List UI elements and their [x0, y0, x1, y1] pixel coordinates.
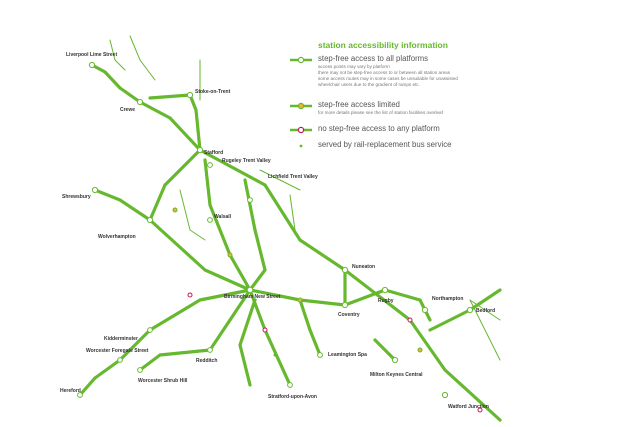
station-marker-none: [407, 317, 413, 323]
label-hereford: Hereford: [60, 388, 81, 394]
legend-note: there may not be step-free access to or …: [318, 70, 451, 75]
branch-lines: [109, 35, 501, 361]
station-marker-walsall: [207, 217, 213, 223]
line-crewe-stafford: [138, 100, 202, 152]
station-marker-wolverhampton: [146, 216, 154, 224]
station-marker-rugby: [381, 286, 389, 294]
label-northampton: Northampton: [432, 296, 463, 302]
station-marker-stoke: [186, 91, 194, 99]
legend-label-limited: step-free access limited: [318, 100, 400, 109]
line-lichfield-birmingham: [243, 178, 267, 292]
label-mk: Milton Keynes Central: [370, 372, 423, 378]
line-liverpool-crewe: [90, 63, 142, 104]
station-marker-watford: [441, 391, 449, 399]
label-rugby: Rugby: [378, 298, 394, 304]
station-marker-liverpool: [88, 61, 96, 69]
legend-note: wheelchair users due to the gradient of …: [318, 82, 420, 87]
station-marker-hereford: [77, 392, 83, 398]
line-wcml-south: [343, 268, 502, 422]
line-crewe-stoke: [148, 93, 192, 100]
station-marker-none: [477, 407, 483, 413]
station-marker-worcester-sh: [137, 367, 143, 373]
station-marker-lichfield: [247, 197, 253, 203]
station-marker-limited: [172, 207, 178, 213]
label-nuneaton: Nuneaton: [352, 264, 375, 270]
station-marker-kidderminster: [147, 327, 153, 333]
station-marker-limited: [227, 252, 233, 258]
line-worcester-hereford: [78, 358, 122, 397]
station-marker-coventry: [341, 301, 349, 309]
station-marker-bedford: [466, 306, 474, 314]
label-kidderminster: Kidderminster: [104, 336, 138, 342]
line-leamington: [298, 298, 322, 357]
label-walsall: Walsall: [214, 214, 232, 220]
legend-symbol-step-free: [290, 56, 312, 64]
station-marker-none: [187, 292, 193, 298]
label-coventry: Coventry: [338, 312, 360, 318]
legend-symbol-no-step-free: [290, 126, 312, 134]
label-watford: Watford Junction: [448, 404, 489, 410]
label-redditch: Redditch: [196, 358, 217, 364]
label-leamington: Leamington Spa: [328, 352, 367, 358]
legend-note: access points may vary by platform: [318, 64, 390, 69]
line-shrewsbury-wolverhampton: [93, 188, 152, 222]
station-marker-birmingham: [246, 286, 254, 294]
station-marker-shrewsbury: [91, 186, 99, 194]
station-marker-limited: [297, 297, 303, 303]
line-rugeley-walsall: [203, 158, 252, 292]
legend-symbol-bus: [299, 144, 303, 148]
station-marker-crewe: [136, 98, 144, 106]
line-coventry-rugby: [343, 288, 387, 307]
station-marker-mk: [391, 356, 399, 364]
label-lichfield: Lichfield Trent Valley: [268, 174, 318, 180]
station-marker-leamington: [317, 352, 323, 358]
station-marker-rugeley: [207, 162, 213, 168]
line-wolverhampton-birmingham: [148, 218, 252, 292]
station-marker-limited: [417, 347, 423, 353]
legend-label-bus: served by rail-replacement bus service: [318, 140, 452, 149]
station-marker-none: [262, 327, 268, 333]
line-snowhill-south: [238, 298, 257, 387]
rail-lines: [78, 63, 502, 422]
label-worcester-fs: Worcester Foregate Street: [86, 348, 149, 354]
label-wolverhampton: Wolverhampton: [98, 234, 136, 240]
station-markers: [77, 61, 483, 413]
legend-note: some access routes may in some cases be …: [318, 76, 458, 81]
station-marker-nuneaton: [341, 266, 349, 274]
line-stafford-trentvalley: [198, 148, 347, 272]
label-bedford: Bedford: [476, 308, 495, 314]
label-stafford: Stafford: [204, 150, 223, 156]
station-labels: Liverpool Lime Street Crewe Stoke-on-Tre…: [60, 52, 495, 410]
line-birmingham-stratford: [248, 288, 292, 387]
label-rugeley: Rugeley Trent Valley: [222, 158, 271, 164]
label-crewe: Crewe: [120, 107, 135, 113]
label-stoke: Stoke-on-Trent: [195, 89, 231, 95]
legend-note: for more details please see the list of …: [318, 110, 443, 115]
label-stratford: Stratford-upon-Avon: [268, 394, 317, 400]
station-marker-stratford: [287, 382, 293, 388]
intermediate-stops: [93, 70, 502, 422]
label-liverpool: Liverpool Lime Street: [66, 52, 117, 58]
legend-title: station accessibility information: [318, 40, 448, 50]
label-worcester-sh: Worcester Shrub Hill: [138, 378, 188, 384]
legend-label-no-step-free: no step-free access to any platform: [318, 124, 440, 133]
station-marker-northampton: [421, 306, 429, 314]
line-bletchley: [373, 338, 397, 362]
legend-label-step-free: step-free access to all platforms: [318, 54, 429, 63]
legend-symbol-limited: [290, 102, 312, 110]
station-marker-worcester-fs: [117, 357, 123, 363]
label-shrewsbury: Shrewsbury: [62, 194, 91, 200]
station-marker-stafford: [196, 146, 204, 154]
station-marker-redditch: [207, 347, 213, 353]
label-birmingham: Birmingham New Street: [224, 294, 281, 300]
line-birmingham-kidderminster: [118, 288, 252, 362]
